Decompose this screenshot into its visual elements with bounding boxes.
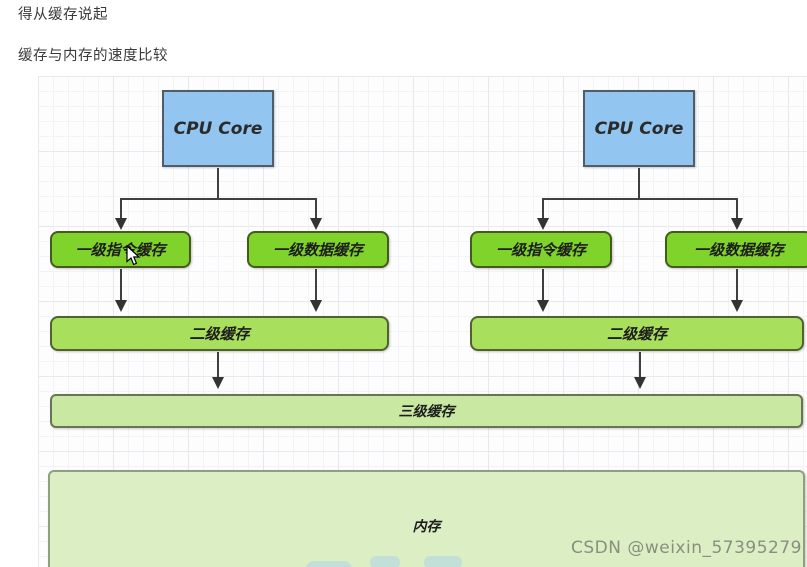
l2-cache-left-label: 二级缓存 [189, 325, 250, 343]
l2-cache-right-box: 二级缓存 [470, 316, 804, 351]
l1-data-cache-left-label: 一级数据缓存 [272, 241, 363, 259]
section-subtitle: 缓存与内存的速度比较 [18, 48, 168, 64]
cpu-core-left-label: CPU Core [173, 118, 263, 139]
l2-cache-left-box: 二级缓存 [50, 316, 389, 351]
l1-data-cache-right-label: 一级数据缓存 [693, 241, 784, 259]
l3-cache-label: 三级缓存 [398, 404, 455, 420]
l3-cache-box: 三级缓存 [50, 394, 803, 428]
l2-cache-right-label: 二级缓存 [606, 325, 667, 343]
l1-data-cache-left-box: 一级数据缓存 [247, 231, 389, 268]
memory-label: 内存 [412, 519, 441, 535]
cpu-core-right-box: CPU Core [583, 90, 695, 167]
l1-instruction-cache-left-box: 一级指令缓存 [50, 231, 191, 268]
cpu-core-left-box: CPU Core [162, 90, 274, 167]
l1-instruction-cache-right-label: 一级指令缓存 [495, 241, 586, 259]
cutoff-shape [306, 561, 352, 567]
watermark: CSDN @weixin_57395279 [570, 538, 802, 558]
l1-instruction-cache-left-label: 一级指令缓存 [75, 241, 166, 259]
l1-data-cache-right-box: 一级数据缓存 [665, 231, 807, 268]
memory-box: 内存 [48, 470, 805, 567]
cpu-core-right-label: CPU Core [594, 118, 684, 139]
page-title: 得从缓存说起 [18, 7, 108, 23]
cutoff-shape [370, 556, 400, 567]
l1-instruction-cache-right-box: 一级指令缓存 [470, 231, 612, 268]
cutoff-shape [424, 556, 462, 567]
